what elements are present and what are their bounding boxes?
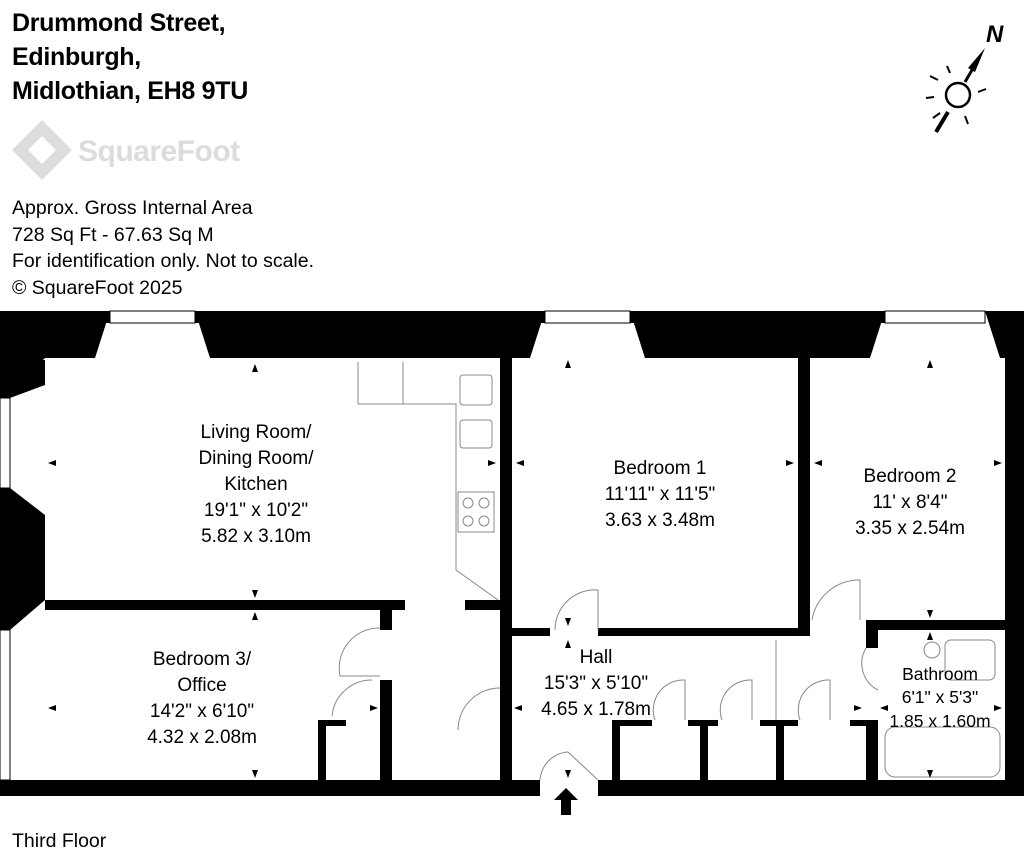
- hall-metric: 4.65 x 1.78m: [541, 699, 651, 720]
- bathroom-fixtures: [884, 639, 1001, 778]
- bedroom2-metric: 3.35 x 2.54m: [855, 518, 965, 539]
- living-room-name-3: Kitchen: [224, 474, 287, 495]
- bedroom1-name: Bedroom 1: [614, 458, 707, 479]
- info-line-3: For identification only. Not to scale.: [12, 250, 315, 272]
- entrance-gap: [540, 780, 598, 796]
- bedroom1-imperial: 11'11" x 11'5": [605, 484, 716, 505]
- bathroom-name: Bathroom: [902, 664, 978, 684]
- living-room-name-1: Living Room/: [201, 422, 313, 443]
- bathroom-imperial: 6'1" x 5'3": [902, 687, 979, 707]
- entrance-arrow-icon: [554, 788, 578, 815]
- room-labels: Living Room/ Dining Room/ Kitchen 19'1" …: [147, 422, 965, 748]
- address-line-2: Edinburgh,: [12, 43, 141, 71]
- property-address: Drummond Street, Edinburgh, Midlothian, …: [12, 6, 248, 108]
- logo-text: SquareFoot: [78, 135, 240, 168]
- bathroom-labels: Bathroom 6'1" x 5'3" 1.85 x 1.60m: [889, 664, 990, 731]
- bedroom3-name-1: Bedroom 3/: [153, 649, 252, 670]
- floor-label: Third Floor: [12, 830, 107, 852]
- door-swings: [331, 579, 879, 781]
- walls: [0, 310, 1024, 796]
- living-room-imperial: 19'1" x 10'2": [204, 500, 308, 521]
- bedroom3-imperial: 14'2" x 6'10": [150, 701, 254, 722]
- hall-name: Hall: [580, 647, 613, 668]
- living-room-metric: 5.82 x 3.10m: [201, 526, 311, 547]
- address-line-3: Midlothian, EH8 9TU: [12, 77, 248, 105]
- compass-north-label: N: [986, 21, 1004, 48]
- info-line-2: 728 Sq Ft - 67.63 Sq M: [12, 223, 214, 246]
- bedroom1-metric: 3.63 x 3.48m: [605, 510, 715, 531]
- info-line-1: Approx. Gross Internal Area: [12, 197, 253, 219]
- info-line-4: © SquareFoot 2025: [12, 276, 183, 299]
- area-info: Approx. Gross Internal Area 728 Sq Ft - …: [12, 195, 314, 301]
- hall-imperial: 15'3" x 5'10": [544, 673, 648, 694]
- compass-icon: [925, 48, 987, 134]
- dimension-arrows: [48, 360, 1002, 778]
- squarefoot-logo-icon: [12, 120, 72, 180]
- kitchen-fixtures: [357, 362, 499, 601]
- bathroom-metric: 1.85 x 1.60m: [889, 711, 990, 731]
- bedroom2-name: Bedroom 2: [864, 466, 957, 487]
- address-line-1: Drummond Street,: [12, 9, 226, 37]
- bedroom3-name-2: Office: [177, 675, 226, 696]
- living-room-name-2: Dining Room/: [198, 448, 314, 469]
- bedroom2-imperial: 11' x 8'4": [873, 492, 948, 513]
- bedroom3-metric: 4.32 x 2.08m: [147, 727, 257, 748]
